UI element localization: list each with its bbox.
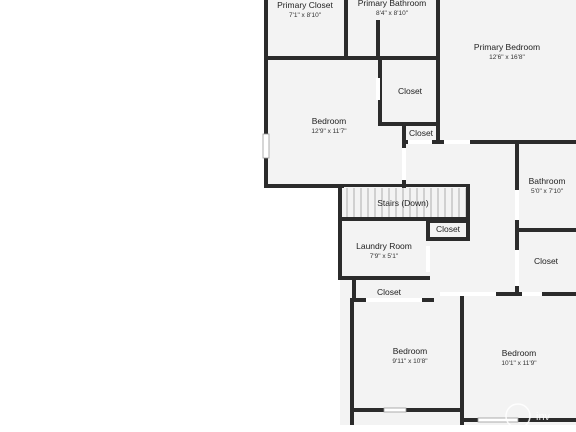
room-name: Primary Bedroom [474,42,540,52]
room-closet-lower: Closet [377,287,402,297]
stairs-treads [346,188,467,218]
room-bedroom-bottom-left: Bedroom 9'11" x 10'8" [392,346,428,365]
room-primary-closet: Primary Closet 7'1" x 8'10" [277,0,333,19]
room-name: Bedroom [312,116,347,126]
room-closet-small: Closet [409,128,434,138]
walls [264,0,576,425]
room-bathroom: Bathroom 5'0" x 7'10" [529,176,566,195]
room-dimensions: 7'9" x 5'1" [370,253,399,260]
room-dimensions: 5'0" x 7'10" [531,188,564,195]
watermark-text: inv [536,411,551,423]
room-name: Bedroom [502,348,537,358]
room-name: Stairs (Down) [377,198,429,208]
room-dimensions: 8'4" x 8'10" [376,10,409,17]
room-stairs: Stairs (Down) [377,198,429,208]
room-dimensions: 9'11" x 10'8" [392,358,428,365]
room-name: Primary Closet [277,0,333,10]
room-dimensions: 12'6" x 16'8" [489,54,525,61]
room-name: Closet [377,287,402,297]
room-fills [267,0,576,425]
room-name: Laundry Room [356,241,412,251]
room-dimensions: 12'9" x 11'7" [311,128,347,135]
room-primary-bathroom: Primary Bathroom 8'4" x 8'10" [358,0,427,17]
room-name: Bedroom [393,346,428,356]
room-closet-right: Closet [534,256,559,266]
room-bedroom-left: Bedroom 12'9" x 11'7" [311,116,347,135]
room-dimensions: 7'1" x 8'10" [289,12,322,19]
room-closet-top: Closet [398,86,423,96]
room-closet-laundry: Closet [436,224,461,234]
openings [262,78,542,423]
room-dimensions: 10'1" x 11'9" [501,360,537,367]
room-name: Primary Bathroom [358,0,427,8]
room-bedroom-bottom-right: Bedroom 10'1" x 11'9" [501,348,537,367]
room-name: Closet [436,224,461,234]
room-laundry: Laundry Room 7'9" x 5'1" [356,241,412,260]
room-name: Closet [398,86,423,96]
room-name: Bathroom [529,176,566,186]
room-name: Closet [409,128,434,138]
watermark-logo-icon [505,403,531,429]
room-primary-bedroom: Primary Bedroom 12'6" x 16'8" [474,42,540,61]
room-name: Closet [534,256,559,266]
watermark: inv [505,403,551,429]
